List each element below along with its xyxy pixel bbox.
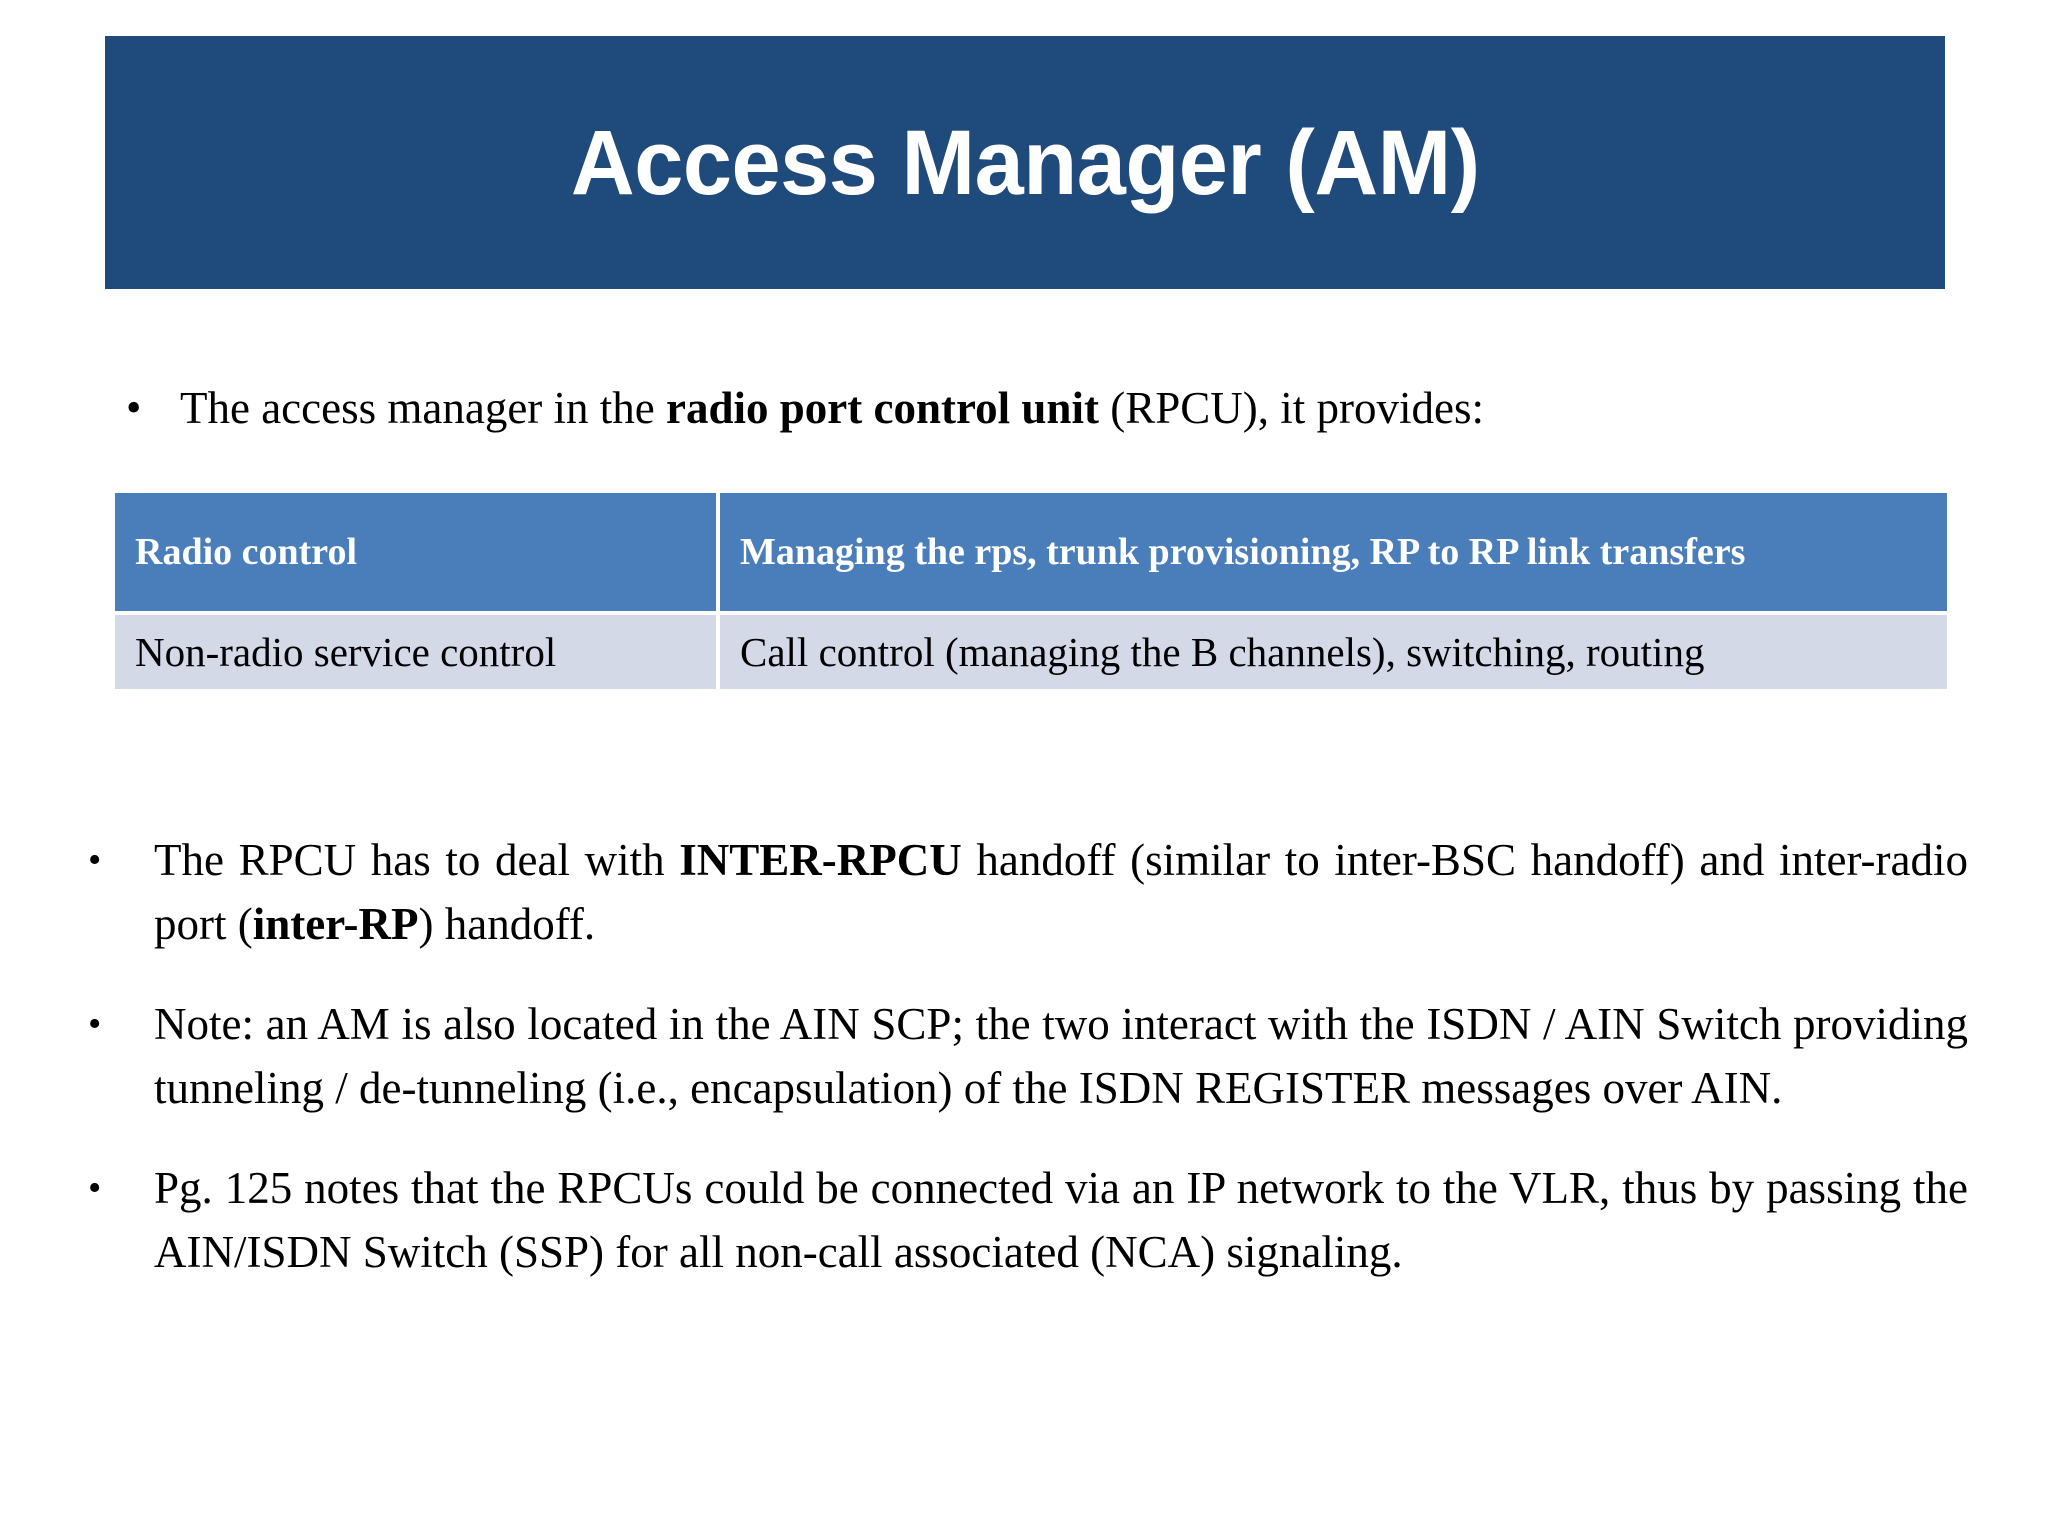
am-capabilities-table: Radio control Managing the rps, trunk pr… xyxy=(115,493,1947,689)
bullet-0-line2-a: and inter-radio port ( xyxy=(154,835,1969,949)
table-cell-value-0: Managing the rps, trunk provisioning, RP… xyxy=(720,493,1947,611)
bullet-1-line2: Switch providing tunneling / de-tunnelin… xyxy=(154,999,1969,1113)
intro-bullet-item: • The access manager in the radio port c… xyxy=(108,378,1968,438)
bullet-0-line2-bold: inter-RP xyxy=(252,899,419,949)
table-cell-value-1: Call control (managing the B channels), … xyxy=(720,611,1947,689)
bullet-1-line3: REGISTER messages over AIN. xyxy=(1195,1063,1783,1113)
title-banner: Access Manager (AM) xyxy=(105,36,1945,289)
bullet-text-1: Note: an AM is also located in the AIN S… xyxy=(154,992,1968,1120)
table-cell-label-0: Radio control xyxy=(115,493,720,611)
intro-text-bold: radio port control unit xyxy=(666,383,1099,433)
bullet-glyph-icon: • xyxy=(88,1003,102,1045)
bullet-2-line2: by passing the AIN/ISDN Switch (SSP) for… xyxy=(154,1163,1968,1277)
bullet-glyph-icon: • xyxy=(126,383,142,432)
list-item: • The RPCU has to deal with INTER-RPCU h… xyxy=(88,828,1968,956)
table-row: Radio control Managing the rps, trunk pr… xyxy=(115,493,1947,611)
intro-bullet-text: The access manager in the radio port con… xyxy=(180,378,1968,438)
bullet-0-line2-b: ) handoff. xyxy=(418,899,596,949)
body-bullet-list: • The RPCU has to deal with INTER-RPCU h… xyxy=(88,828,1968,1320)
bullet-glyph-icon: • xyxy=(88,1167,102,1209)
bullet-text-0: The RPCU has to deal with INTER-RPCU han… xyxy=(154,828,1968,956)
bullet-0-line1-b: handoff (similar to inter-BSC handoff) xyxy=(961,835,1685,885)
bullet-0-line1-a: The RPCU has to deal with xyxy=(154,835,680,885)
page-title: Access Manager (AM) xyxy=(570,111,1480,214)
table-row: Non-radio service control Call control (… xyxy=(115,611,1947,689)
bullet-glyph-icon: • xyxy=(88,839,102,881)
list-item: • Note: an AM is also located in the AIN… xyxy=(88,992,1968,1120)
table-cell-label-1: Non-radio service control xyxy=(115,611,720,689)
bullet-1-line1: Note: an AM is also located in the AIN S… xyxy=(154,999,1645,1049)
list-item: • Pg. 125 notes that the RPCUs could be … xyxy=(88,1156,1968,1284)
bullet-text-2: Pg. 125 notes that the RPCUs could be co… xyxy=(154,1156,1968,1284)
bullet-2-line1: Pg. 125 notes that the RPCUs could be co… xyxy=(154,1163,1698,1213)
bullet-0-line1-bold: INTER-RPCU xyxy=(679,835,962,885)
intro-text-part1: The access manager in the xyxy=(180,383,667,433)
intro-text-part2: (RPCU), it provides: xyxy=(1098,383,1484,433)
